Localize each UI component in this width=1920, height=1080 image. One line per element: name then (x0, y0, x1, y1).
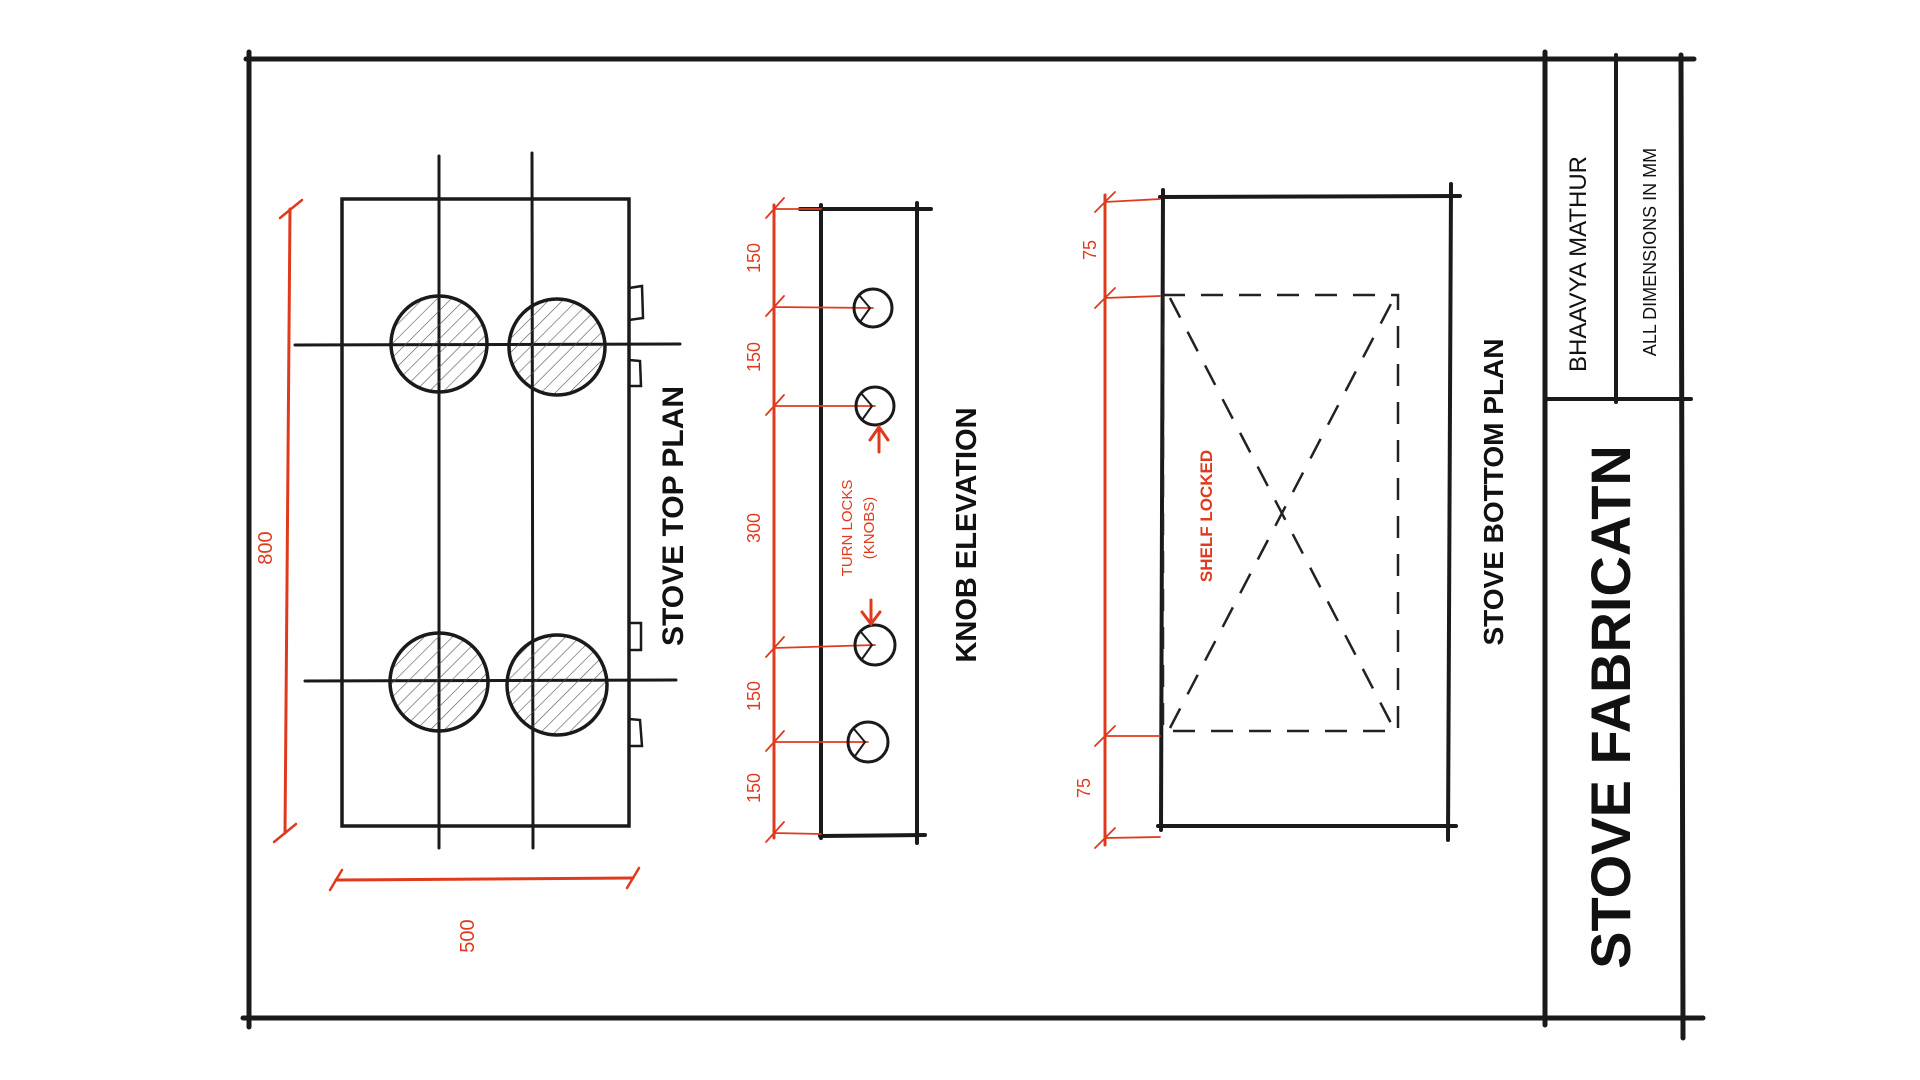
dimension-label: 150 (744, 342, 764, 372)
burner (389, 294, 489, 394)
rotation-arrows (860, 424, 890, 627)
dimension-label: 150 (744, 681, 764, 711)
knob (846, 720, 890, 764)
dimension-ticks (765, 197, 876, 843)
dimension-label-bottom: 75 (1074, 778, 1094, 798)
drawing-title: STOVE FABRICATN (1579, 445, 1642, 969)
dimension-label-width: 500 (457, 919, 479, 952)
note-shelf-locked: SHELF LOCKED (1197, 450, 1216, 582)
shelf-outline (1161, 293, 1400, 733)
dimension-label-length: 800 (255, 531, 277, 564)
author-name: BHAAVYA MATHUR (1565, 156, 1592, 372)
units-note: ALL DIMENSIONS IN MM (1640, 148, 1660, 356)
knob (854, 385, 896, 427)
view-label-bottom-plan: STOVE BOTTOM PLAN (1478, 339, 1509, 646)
title-block: BHAAVYA MATHUR ALL DIMENSIONS IN MM STOV… (1565, 148, 1660, 969)
dimension-label: 300 (744, 513, 764, 543)
dimension-width: 500 (328, 866, 641, 953)
stove-bottom-plan: 75 75 SHELF LOCKED STOVE BOTTOM PLAN (1074, 182, 1509, 849)
dimension-length: 800 (255, 198, 304, 844)
dimension-label: 150 (744, 773, 764, 803)
dimension-label: 150 (744, 243, 764, 273)
knob-tabs (627, 284, 645, 748)
view-label-top-plan: STOVE TOP PLAN (657, 386, 690, 646)
stove-top-plan: 800 500 STOVE TOP PLAN (255, 151, 690, 953)
note-turn-locks: TURN LOCKS (839, 480, 856, 577)
dimension-label-top: 75 (1080, 240, 1100, 260)
knob-elevation: 150 150 300 150 150 TURN LOCKS (KNOBS) K… (744, 197, 983, 845)
burner (388, 631, 490, 733)
knob (852, 287, 894, 329)
view-label-knob-elevation: KNOB ELEVATION (951, 407, 983, 662)
burner (507, 297, 607, 397)
sheet-border (240, 49, 1706, 1041)
note-knobs: (KNOBS) (861, 497, 878, 560)
burner (505, 633, 609, 737)
knob (853, 623, 897, 667)
